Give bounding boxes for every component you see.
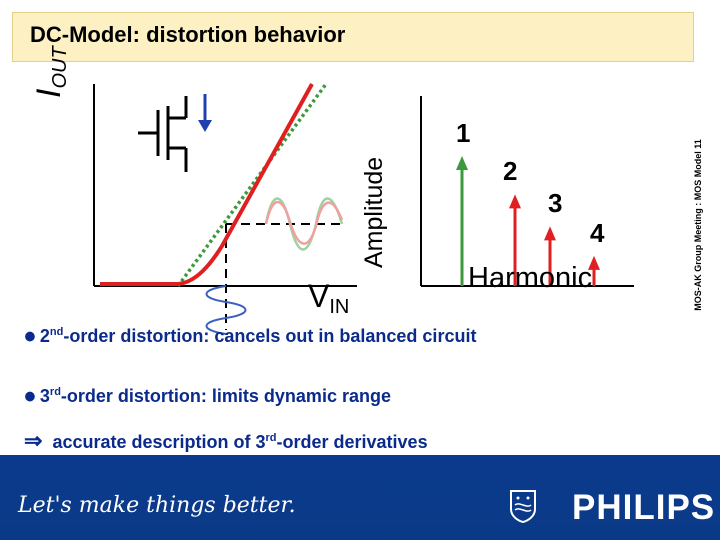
current-arrow-icon [198,94,212,132]
linear-approx [176,82,328,288]
bullet-item: •3rd-order distortion: limits dynamic ra… [24,378,391,416]
output-sine-green [264,197,344,251]
brand-logo: PHILIPS [572,488,716,527]
mosfet-symbol [138,96,188,172]
harmonic-label-1: 1 [456,118,471,148]
output-sine-red [264,200,344,245]
slogan: Let's make things better. [18,493,296,518]
y-axis-label-left: IOUT [30,46,71,98]
bullet-dot: • [24,318,36,356]
harmonic-1-arrowhead [456,156,468,170]
philips-shield-icon [510,490,536,523]
input-sine [205,285,247,335]
footer-bar [0,455,720,540]
x-axis-label-right: Harmonic [468,262,593,294]
x-axis-label-left: VIN [308,278,350,318]
harmonic-2-arrowhead [509,194,521,209]
harmonic-label-4: 4 [590,217,605,248]
harmonic-bars [456,156,600,286]
transfer-curve [100,83,314,286]
harmonic-label-3: 3 [548,188,563,219]
bullet-dot: • [24,378,36,416]
bullet-item: •2nd-order distortion: cancels out in ba… [24,318,477,356]
harmonic-label-2: 2 [503,156,518,187]
implies-icon: ⇒ [24,428,43,453]
page-title: DC-Model: distortion behavior [30,22,346,47]
conclusion-line: ⇒accurate description of 3rd-order deriv… [24,428,428,453]
y-axis-label-right: Amplitude [360,156,388,268]
title-banner [12,12,694,62]
harmonic-3-arrowhead [544,226,556,241]
harmonic-4-arrowhead [588,255,600,270]
